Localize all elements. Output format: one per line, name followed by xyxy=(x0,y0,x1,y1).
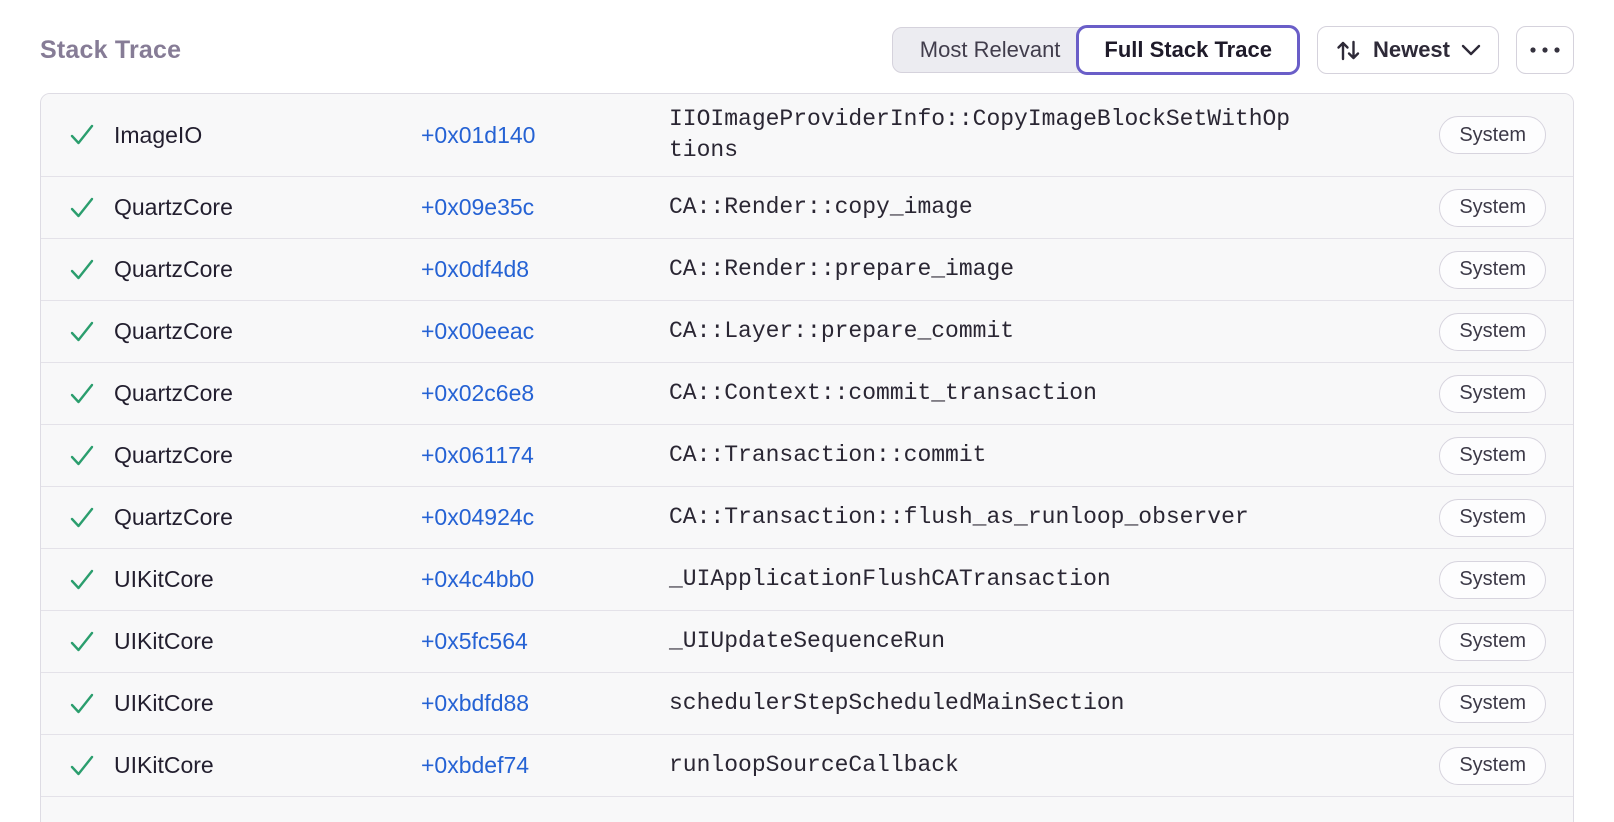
stack-frame-row[interactable]: QuartzCore +0x0df4d8 CA::Render::prepare… xyxy=(41,238,1573,300)
system-badge: System xyxy=(1439,560,1546,599)
more-options-button[interactable] xyxy=(1516,26,1574,74)
stack-frame-row[interactable]: QuartzCore +0x09e35c CA::Render::copy_im… xyxy=(41,176,1573,238)
frame-tag: System xyxy=(1439,250,1546,289)
sort-order-button[interactable]: Newest xyxy=(1316,26,1499,74)
frame-address-link[interactable]: +0x01d140 xyxy=(421,121,536,148)
frame-address-link[interactable]: +0x5fc564 xyxy=(421,628,528,654)
sort-order-label: Newest xyxy=(1372,37,1450,62)
system-badge: System xyxy=(1439,116,1546,154)
stack-frame-row[interactable]: UIKitCore +0xbdfd88 schedulerStepSchedul… xyxy=(41,672,1573,734)
frame-address-link[interactable]: +0x02c6e8 xyxy=(421,380,535,406)
check-icon xyxy=(68,566,98,594)
ellipsis-icon xyxy=(1528,46,1562,54)
system-badge: System xyxy=(1439,436,1546,475)
system-badge: System xyxy=(1439,188,1546,227)
frame-function: CA::Render::prepare_image xyxy=(669,256,1015,282)
frame-module: QuartzCore xyxy=(114,442,233,468)
frame-module: UIKitCore xyxy=(114,690,214,716)
check-icon xyxy=(68,690,98,718)
frame-address-link[interactable]: +0xbdfd88 xyxy=(421,690,530,716)
frame-module: UIKitCore xyxy=(114,752,214,778)
stack-frame-row[interactable]: QuartzCore +0x02c6e8 CA::Context::commit… xyxy=(41,362,1573,424)
sort-arrows-icon xyxy=(1335,37,1362,64)
frame-tag: System xyxy=(1439,498,1546,537)
system-badge: System xyxy=(1439,312,1546,351)
stack-trace-list: ImageIO +0x01d140 IIOImageProviderInfo::… xyxy=(40,93,1574,822)
most-relevant-button[interactable]: Most Relevant xyxy=(891,27,1089,73)
check-icon xyxy=(68,194,98,222)
frame-module: UIKitCore xyxy=(114,566,214,592)
system-badge: System xyxy=(1439,250,1546,289)
stack-frame-row-partial[interactable] xyxy=(41,796,1573,822)
frame-tag: System xyxy=(1439,436,1546,475)
stack-frame-row[interactable]: UIKitCore +0x4c4bb0 _UIApplicationFlushC… xyxy=(41,548,1573,610)
header-controls: Most Relevant Full Stack Trace Newest xyxy=(891,25,1574,75)
frame-tag: System xyxy=(1439,560,1546,599)
chevron-down-icon xyxy=(1461,44,1481,56)
frame-module: QuartzCore xyxy=(114,194,233,220)
stack-frame-row[interactable]: QuartzCore +0x061174 CA::Transaction::co… xyxy=(41,424,1573,486)
frame-function: _UIApplicationFlushCATransaction xyxy=(669,566,1111,592)
frame-tag: System xyxy=(1439,746,1546,785)
stack-frame-row[interactable]: UIKitCore +0xbdef74 runloopSourceCallbac… xyxy=(41,734,1573,796)
frame-function: _UIUpdateSequenceRun xyxy=(669,628,946,654)
stack-frame-row[interactable]: QuartzCore +0x00eeac CA::Layer::prepare_… xyxy=(41,300,1573,362)
check-icon xyxy=(68,256,98,284)
frame-function: CA::Transaction::flush_as_runloop_observ… xyxy=(669,504,1249,530)
page-title: Stack Trace xyxy=(40,35,182,64)
frame-function: CA::Layer::prepare_commit xyxy=(669,318,1015,344)
frame-function: CA::Transaction::commit xyxy=(669,442,987,468)
frame-tag: System xyxy=(1439,622,1546,661)
system-badge: System xyxy=(1439,374,1546,413)
stack-frame-row[interactable]: ImageIO +0x01d140 IIOImageProviderInfo::… xyxy=(41,94,1573,176)
frame-module: UIKitCore xyxy=(114,628,214,654)
frame-module: QuartzCore xyxy=(114,256,233,282)
check-icon xyxy=(68,752,98,780)
frame-tag: System xyxy=(1439,684,1546,723)
frame-function: runloopSourceCallback xyxy=(669,752,959,778)
frame-module: ImageIO xyxy=(114,121,203,148)
frame-tag: System xyxy=(1439,312,1546,351)
frame-function: CA::Render::copy_image xyxy=(669,194,973,220)
frame-address-link[interactable]: +0x061174 xyxy=(421,442,534,468)
stack-trace-header: Stack Trace Most Relevant Full Stack Tra… xyxy=(0,0,1614,76)
frame-module: QuartzCore xyxy=(114,380,233,406)
system-badge: System xyxy=(1439,746,1546,785)
frame-address-link[interactable]: +0x09e35c xyxy=(421,194,535,220)
frame-module: QuartzCore xyxy=(114,504,233,530)
frame-function: schedulerStepScheduledMainSection xyxy=(669,690,1125,716)
system-badge: System xyxy=(1439,622,1546,661)
frame-address-link[interactable]: +0x4c4bb0 xyxy=(421,566,535,592)
frame-tag: System xyxy=(1439,188,1546,227)
frame-address-link[interactable]: +0x04924c xyxy=(421,504,535,530)
full-stack-trace-button[interactable]: Full Stack Trace xyxy=(1076,25,1300,75)
frame-tag: System xyxy=(1439,374,1546,413)
check-icon xyxy=(68,380,98,408)
trace-view-segmented-control: Most Relevant Full Stack Trace xyxy=(891,25,1300,75)
system-badge: System xyxy=(1439,684,1546,723)
stack-frame-row[interactable]: UIKitCore +0x5fc564 _UIUpdateSequenceRun… xyxy=(41,610,1573,672)
system-badge: System xyxy=(1439,498,1546,537)
check-icon xyxy=(68,121,98,149)
frame-tag: System xyxy=(1439,116,1546,154)
check-icon xyxy=(68,318,98,346)
check-icon xyxy=(68,504,98,532)
frame-module: QuartzCore xyxy=(114,318,233,344)
stack-frame-row[interactable]: QuartzCore +0x04924c CA::Transaction::fl… xyxy=(41,486,1573,548)
frame-address-link[interactable]: +0xbdef74 xyxy=(421,752,530,778)
check-icon xyxy=(68,442,98,470)
check-icon xyxy=(68,628,98,656)
frame-function: IIOImageProviderInfo::CopyImageBlockSetW… xyxy=(669,106,1291,163)
frame-address-link[interactable]: +0x0df4d8 xyxy=(421,256,530,282)
frame-address-link[interactable]: +0x00eeac xyxy=(421,318,535,344)
frame-function: CA::Context::commit_transaction xyxy=(669,380,1097,406)
